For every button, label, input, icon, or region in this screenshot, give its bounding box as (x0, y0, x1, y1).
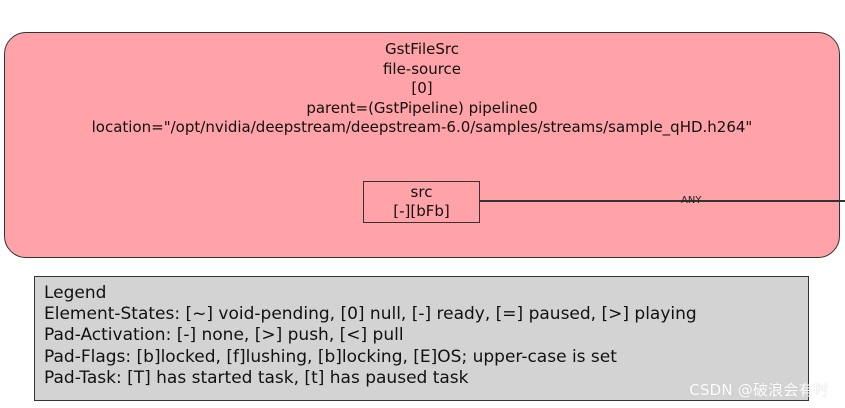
element-index: [0] (411, 79, 433, 97)
pad-flags: [-][bFb] (393, 202, 450, 220)
gst-file-src-element-node: GstFileSrc file-source [0] parent=(GstPi… (4, 32, 840, 258)
pad-link-edge (480, 200, 845, 202)
element-parent: parent=(GstPipeline) pipeline0 (306, 98, 538, 117)
legend-title: Legend (44, 283, 107, 303)
legend-line-pad-task: Pad-Task: [T] has started task, [t] has … (44, 367, 469, 388)
element-type-name: GstFileSrc (384, 40, 460, 58)
edge-caps-label: ANY (681, 195, 702, 206)
element-location: location="/opt/nvidia/deepstream/deepstr… (91, 118, 753, 136)
legend-box: Legend Element-States: [~] void-pending,… (34, 276, 809, 401)
legend-line-pad-activation: Pad-Activation: [-] none, [>] push, [<] … (44, 325, 404, 346)
pad-name: src (410, 183, 433, 201)
legend-line-element-states: Element-States: [~] void-pending, [0] nu… (44, 304, 697, 325)
element-label: GstFileSrc file-source [0] parent=(GstPi… (5, 40, 839, 138)
element-name: file-source (382, 59, 462, 78)
legend-line-pad-flags: Pad-Flags: [b]locked, [f]lushing, [b]loc… (44, 346, 617, 367)
watermark: CSDN @破浪会有时 (689, 381, 829, 399)
src-pad: src [-][bFb] (363, 181, 480, 223)
